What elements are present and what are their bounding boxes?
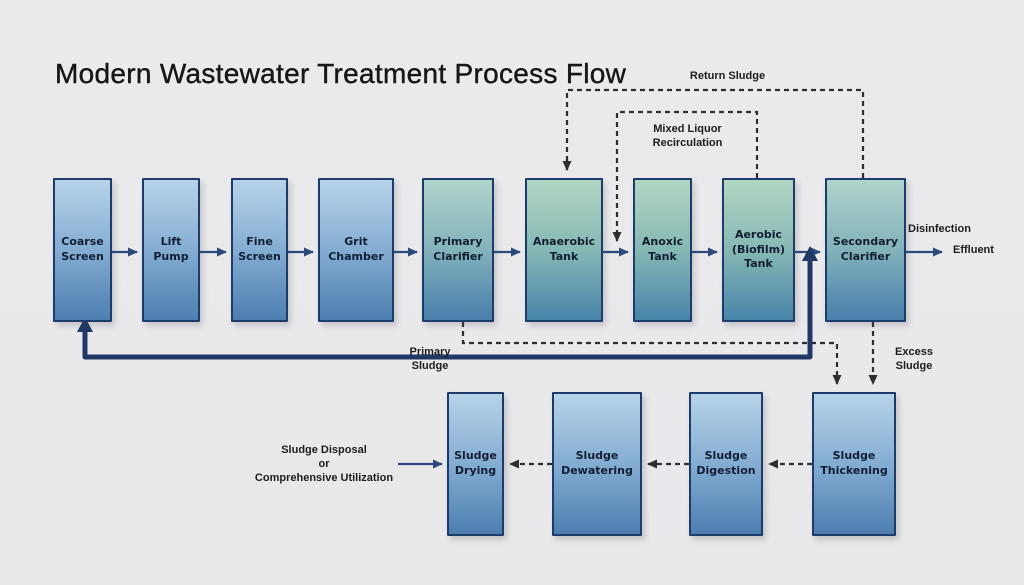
label-primary-sludge: Primary Sludge [409, 346, 451, 372]
label-disinfection: Disinfection [908, 223, 971, 235]
process-box-sludge-drying: Sludge Drying [447, 392, 504, 536]
process-box-sludge-dewatering: Sludge Dewatering [552, 392, 642, 536]
process-box-primary-clarifier: Primary Clarifier [422, 178, 494, 322]
page-title: Modern Wastewater Treatment Process Flow [55, 58, 627, 89]
label-excess-sludge: Excess Sludge [895, 346, 933, 372]
process-box-sludge-thickening: Sludge Thickening [812, 392, 896, 536]
process-box-secondary-clarifier: Secondary Clarifier [825, 178, 906, 322]
process-box-lift-pump: Lift Pump [142, 178, 200, 322]
label-effluent: Effluent [953, 244, 994, 256]
process-box-grit-chamber: Grit Chamber [318, 178, 394, 322]
process-box-anoxic-tank: Anoxic Tank [633, 178, 692, 322]
process-box-sludge-digestion: Sludge Digestion [689, 392, 763, 536]
process-box-fine-screen: Fine Screen [231, 178, 288, 322]
label-sludge-disposal: Sludge Disposal or Comprehensive Utiliza… [254, 444, 394, 484]
process-box-coarse-screen: Coarse Screen [53, 178, 112, 322]
primary-sludge-line [461, 322, 842, 385]
process-box-anaerobic-tank: Anaerobic Tank [525, 178, 603, 322]
label-mixed-liquor: Mixed Liquor Recirculation [652, 123, 723, 149]
label-return-sludge: Return Sludge [689, 70, 766, 82]
process-box-aerobic-tank: Aerobic (Biofilm) Tank [722, 178, 795, 322]
